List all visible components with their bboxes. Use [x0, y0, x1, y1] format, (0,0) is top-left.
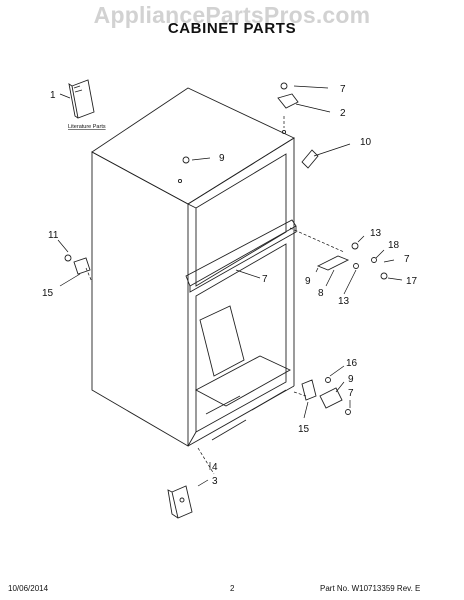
callout-14: 15 — [42, 288, 54, 299]
callout-16: 16 — [346, 358, 358, 369]
callout-4: 4 — [212, 462, 218, 473]
literature-parts-label: Literature Parts — [68, 124, 106, 130]
top-screw[interactable] — [182, 156, 190, 164]
footer-date: 10/06/2014 — [8, 584, 49, 593]
callout-13-bottom: 13 — [338, 296, 350, 307]
callout-1: 1 — [50, 90, 56, 101]
hinge-cover[interactable] — [301, 149, 319, 169]
callout-5: 11 — [48, 230, 59, 241]
callout-18: 18 — [388, 240, 400, 251]
callout-17: 17 — [406, 276, 418, 287]
left-hinge-assembly[interactable] — [64, 254, 91, 275]
mid-hinge-assembly[interactable] — [316, 242, 388, 280]
callout-15: 15 — [298, 424, 310, 435]
watermark: AppliancePartsPros.com — [93, 2, 371, 28]
callout-7-bottom: 7 — [348, 388, 354, 399]
callout-12: 10 — [360, 137, 372, 148]
callout-10: 9 — [348, 374, 354, 385]
callout-13-top: 13 — [370, 228, 382, 239]
bottom-hinge-assembly[interactable] — [301, 377, 351, 415]
callout-11: 9 — [219, 153, 225, 164]
page-title: CABINET PARTS — [167, 20, 297, 37]
footer-part-number: Part No. W10713359 Rev. E — [320, 584, 421, 593]
refrigerator-cabinet — [91, 87, 295, 447]
top-hinge[interactable] — [277, 82, 299, 109]
callout-2: 2 — [340, 108, 346, 119]
literature-parts[interactable]: Literature Parts — [68, 79, 106, 130]
callout-9: 9 — [305, 276, 311, 287]
callout-7-top: 7 — [340, 84, 346, 95]
callout-7-mid: 7 — [404, 254, 410, 265]
leveling-bracket[interactable] — [167, 485, 193, 519]
callout-8: 8 — [318, 288, 324, 299]
callout-6: 7 — [262, 274, 268, 285]
divider-rail[interactable] — [185, 219, 297, 293]
callout-3: 3 — [212, 476, 218, 487]
footer-page: 2 — [230, 584, 235, 593]
